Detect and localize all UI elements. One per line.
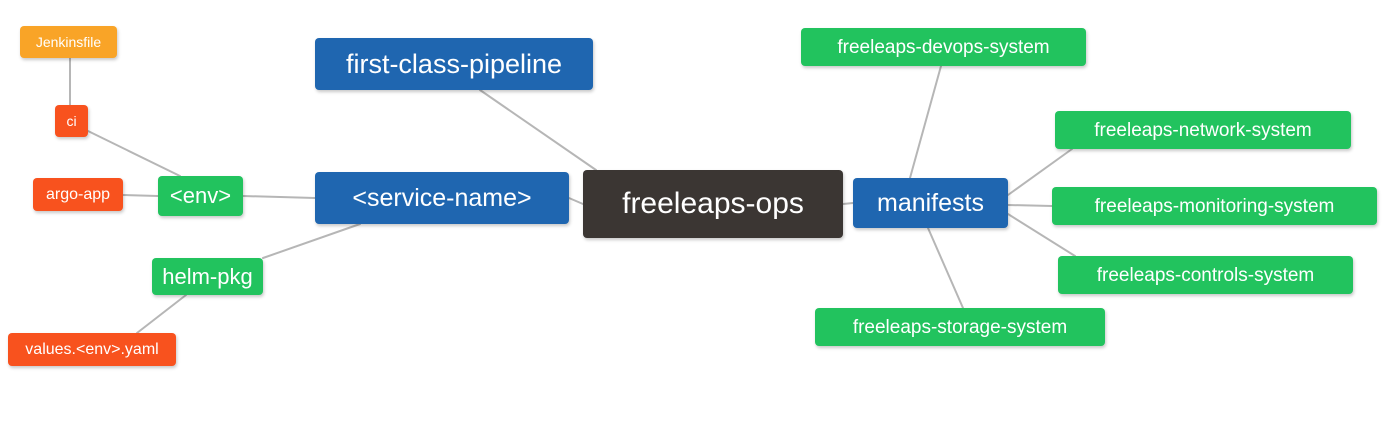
node-values-env-yaml[interactable]: values.<env>.yaml [8,333,176,366]
node-freeleaps-ops[interactable]: freeleaps-ops [583,170,843,238]
edge-helm-pkg-to-values-env-yaml [136,294,187,334]
edge-manifests-to-freeleaps-storage-system [927,227,964,309]
node-label-freeleaps-monitoring-system: freeleaps-monitoring-system [1094,195,1335,217]
node-label-jenkinsfile: Jenkinsfile [35,34,102,50]
node-freeleaps-network-system[interactable]: freeleaps-network-system [1055,111,1351,149]
edge-env-to-ci [87,130,181,177]
node-label-env: <env> [169,183,232,208]
node-label-freeleaps-controls-system: freeleaps-controls-system [1096,264,1315,286]
edge-freeleaps-ops-to-first-class-pipeline [479,89,597,171]
edge-env-to-argo-app [122,194,159,197]
node-label-freeleaps-ops: freeleaps-ops [622,187,804,220]
node-freeleaps-devops-system[interactable]: freeleaps-devops-system [801,28,1086,66]
node-ci[interactable]: ci [55,105,88,137]
node-label-manifests: manifests [877,188,984,217]
node-label-freeleaps-devops-system: freeleaps-devops-system [837,36,1050,58]
edge-freeleaps-ops-to-service-name [568,197,584,205]
node-argo-app[interactable]: argo-app [33,178,123,211]
node-label-first-class-pipeline: first-class-pipeline [345,48,563,79]
node-label-ci: ci [66,113,77,129]
node-env[interactable]: <env> [158,176,243,216]
edge-service-name-to-env [242,195,316,199]
node-label-service-name: <service-name> [352,183,532,212]
node-service-name[interactable]: <service-name> [315,172,569,224]
node-label-helm-pkg: helm-pkg [162,263,253,289]
edge-manifests-to-freeleaps-devops-system [909,65,942,179]
node-manifests[interactable]: manifests [853,178,1008,228]
node-freeleaps-controls-system[interactable]: freeleaps-controls-system [1058,256,1353,294]
edge-freeleaps-ops-to-manifests [842,202,854,205]
node-freeleaps-storage-system[interactable]: freeleaps-storage-system [815,308,1105,346]
node-label-argo-app: argo-app [45,185,111,203]
node-jenkinsfile[interactable]: Jenkinsfile [20,26,117,58]
node-first-class-pipeline[interactable]: first-class-pipeline [315,38,593,90]
node-freeleaps-monitoring-system[interactable]: freeleaps-monitoring-system [1052,187,1377,225]
edge-service-name-to-helm-pkg [262,223,361,259]
node-label-freeleaps-network-system: freeleaps-network-system [1094,119,1312,141]
node-label-values-env-yaml: values.<env>.yaml [25,340,159,358]
edge-manifests-to-freeleaps-monitoring-system [1007,204,1053,207]
node-helm-pkg[interactable]: helm-pkg [152,258,263,295]
node-label-freeleaps-storage-system: freeleaps-storage-system [852,316,1068,338]
